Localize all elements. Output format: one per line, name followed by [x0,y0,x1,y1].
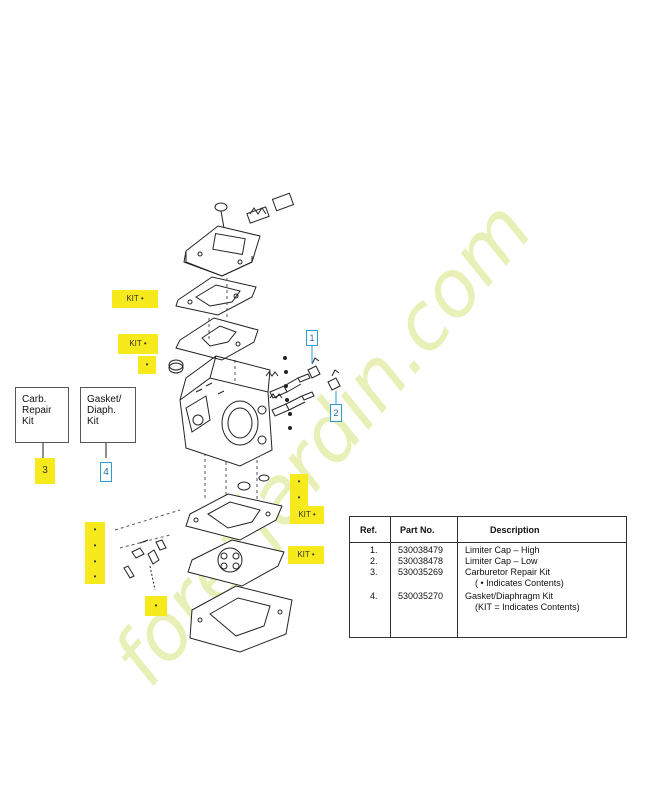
row-part: 530038479 [398,545,444,555]
kit-callout: KIT • [290,506,324,524]
row-desc-note: ( • Indicates Contents) [475,578,564,588]
limiter-caps [307,346,341,404]
dot-callout: • [85,554,105,570]
row-part: 530035269 [398,567,444,577]
ref-label-4: 4 [100,462,112,482]
kit-callout: KIT • [288,546,324,564]
kit-line: Repair [22,405,52,416]
row-desc: Limiter Cap – Low [465,556,538,566]
kit-callout: KIT • [118,334,158,354]
row-desc: Carburetor Repair Kit [465,567,551,577]
kit-line: Gasket/ [87,394,122,405]
dot-callout: • [290,490,308,506]
row-desc: Gasket/Diaphragm Kit [465,591,554,601]
carburetor-body [179,355,273,467]
row-desc-note: (KIT = Indicates Contents) [475,602,580,612]
table-header: Ref. Part No. Description [350,517,626,543]
kit-line: Kit [22,416,34,427]
dot-callout: • [290,474,308,490]
inlet-needle-parts [123,539,167,591]
top-screw [214,202,228,233]
adjust-needles [265,371,315,417]
row-part: 530035270 [398,591,444,601]
ref-callout-2: 2 [330,404,342,422]
header-desc: Description [490,525,540,535]
kit-line: Diaph. [87,405,116,416]
row-ref: 1. [370,545,378,555]
ref-label-3: 3 [35,458,55,484]
kit-line: Kit [87,416,99,427]
spring-assembly [246,192,295,224]
kit-callout: KIT • [112,290,158,308]
row-ref: 2. [370,556,378,566]
header-ref: Ref. [360,525,378,535]
ref-callout-1: 1 [306,330,318,346]
row-part: 530038478 [398,556,444,566]
parts-table: Ref. Part No. Description 1. 530038479 L… [349,516,627,638]
dot-callout: • [138,356,156,374]
kit-line: Carb. [22,394,47,405]
dot-callout: • [85,522,105,538]
row-ref: 3. [370,567,378,577]
dot-callout: • [85,538,105,554]
row-desc: Limiter Cap – High [465,545,540,555]
row-ref: 4. [370,591,378,601]
carb-repair-kit-box: Carb. Repair Kit [15,387,69,443]
dot-callout: • [145,596,167,616]
header-part: Part No. [400,525,435,535]
gasket-diaph-kit-box: Gasket/ Diaph. Kit [80,387,136,443]
dot-callout: • [85,570,105,584]
